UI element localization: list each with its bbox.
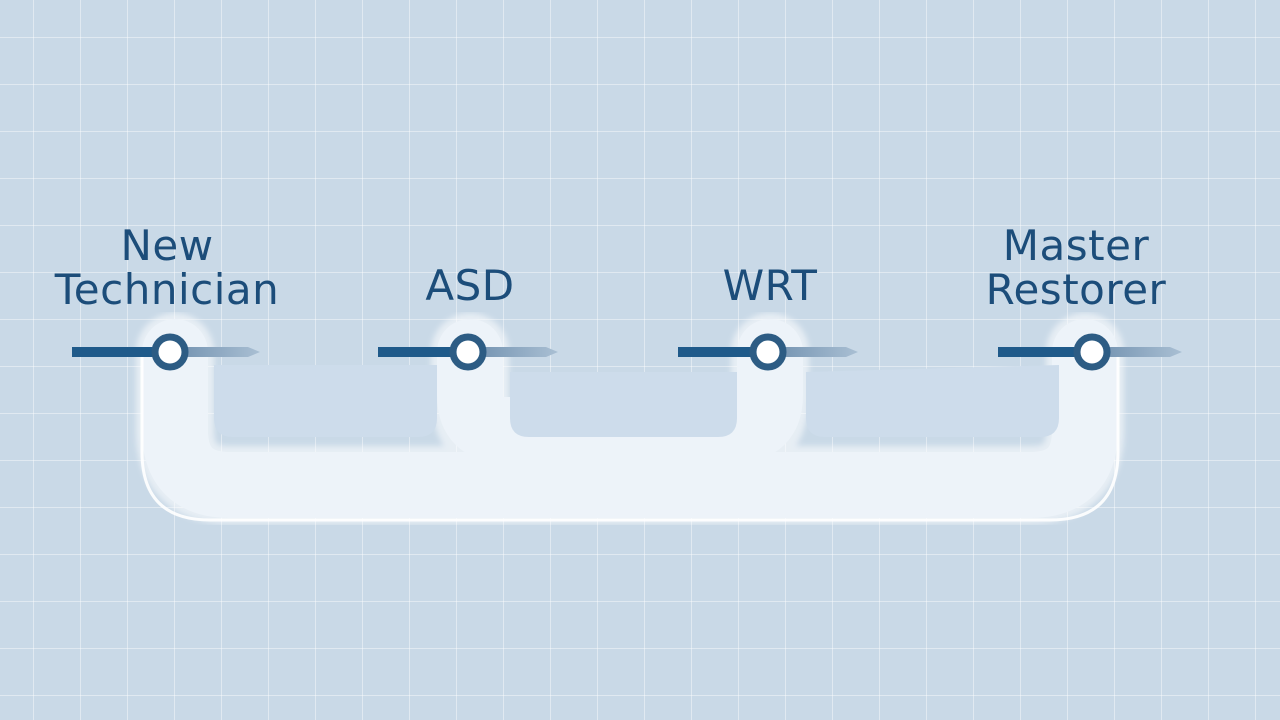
track-completed-segment <box>998 347 1092 357</box>
track-arrow-segment <box>170 347 260 357</box>
stage-node-asd <box>449 333 487 371</box>
stage-markers <box>72 333 1182 371</box>
connector-bracket <box>136 313 1124 524</box>
track-completed-segment <box>378 347 468 357</box>
stage-label-master-restorer: Master Restorer <box>985 221 1167 314</box>
stage-marker-master-restorer <box>998 333 1182 371</box>
connector-hole-3 <box>806 365 1059 437</box>
track-arrow-segment <box>768 347 858 357</box>
track-completed-segment <box>72 347 170 357</box>
connector-hole-1 <box>214 365 437 437</box>
stage-marker-wrt <box>678 333 858 371</box>
connector-outline <box>140 352 1120 522</box>
stage-label-wrt: WRT <box>722 261 818 310</box>
track-arrow-segment <box>468 347 558 357</box>
connector-hole-2 <box>510 372 737 437</box>
stage-marker-new-technician <box>72 333 260 371</box>
stage-node-master-restorer <box>1073 333 1111 371</box>
stage-label-new-technician: New Technician <box>54 221 280 314</box>
track-arrow-segment <box>1092 347 1182 357</box>
stage-node-new-technician <box>151 333 189 371</box>
connector-outer-band <box>142 319 1118 518</box>
track-completed-segment <box>678 347 768 357</box>
stage-label-asd: ASD <box>425 261 515 310</box>
stage-node-wrt <box>749 333 787 371</box>
stage-marker-asd <box>378 333 558 371</box>
